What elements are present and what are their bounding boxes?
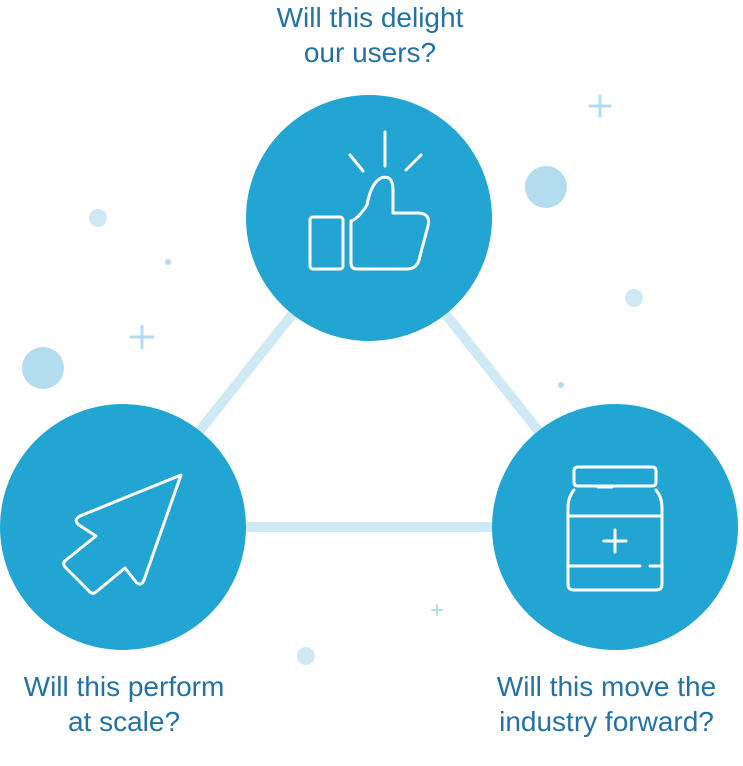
decor-dot <box>165 259 171 265</box>
decor-plus-icon <box>129 324 155 350</box>
node-circle <box>0 404 246 650</box>
decorations <box>22 94 643 665</box>
question-line: Will this perform <box>23 671 225 702</box>
node-circle <box>246 95 492 341</box>
node-circle <box>492 404 738 650</box>
question-line: industry forward? <box>499 706 714 737</box>
thumbs-up-icon <box>308 130 431 271</box>
question-forward: Will this move the industry forward? <box>470 669 743 739</box>
node-scale <box>0 404 246 650</box>
question-scale: Will this perform at scale? <box>0 669 248 739</box>
medicine-jar-icon <box>566 465 664 592</box>
decor-dot <box>89 209 107 227</box>
cursor-arrow-icon <box>62 473 183 595</box>
decor-dot <box>558 382 564 388</box>
question-line: our users? <box>303 37 437 68</box>
decor-dot <box>625 289 643 307</box>
decor-dot <box>297 647 315 665</box>
decor-dot <box>525 166 567 208</box>
question-line: Will this delight <box>276 2 464 33</box>
question-delight: Will this delight our users? <box>220 0 520 70</box>
question-line: at scale? <box>67 706 181 737</box>
node-delight <box>246 95 492 341</box>
decor-dot <box>22 347 64 389</box>
decor-plus-icon <box>588 94 612 118</box>
question-line: Will this move the <box>496 671 717 702</box>
node-forward <box>492 404 738 650</box>
decor-plus-icon <box>431 604 443 616</box>
